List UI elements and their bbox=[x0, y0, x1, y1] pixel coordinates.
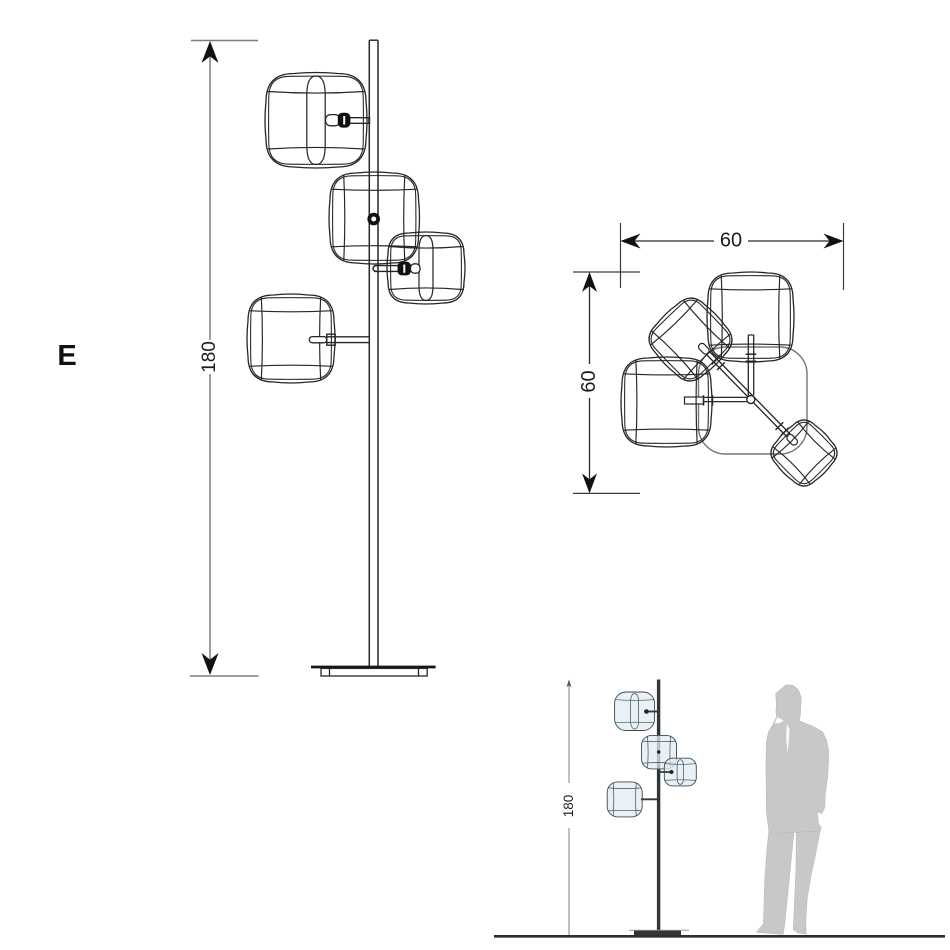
svg-text:180: 180 bbox=[561, 795, 576, 818]
svg-text:E: E bbox=[57, 340, 76, 372]
svg-text:180: 180 bbox=[199, 341, 220, 373]
svg-text:60: 60 bbox=[720, 230, 742, 252]
svg-text:60: 60 bbox=[578, 370, 600, 392]
